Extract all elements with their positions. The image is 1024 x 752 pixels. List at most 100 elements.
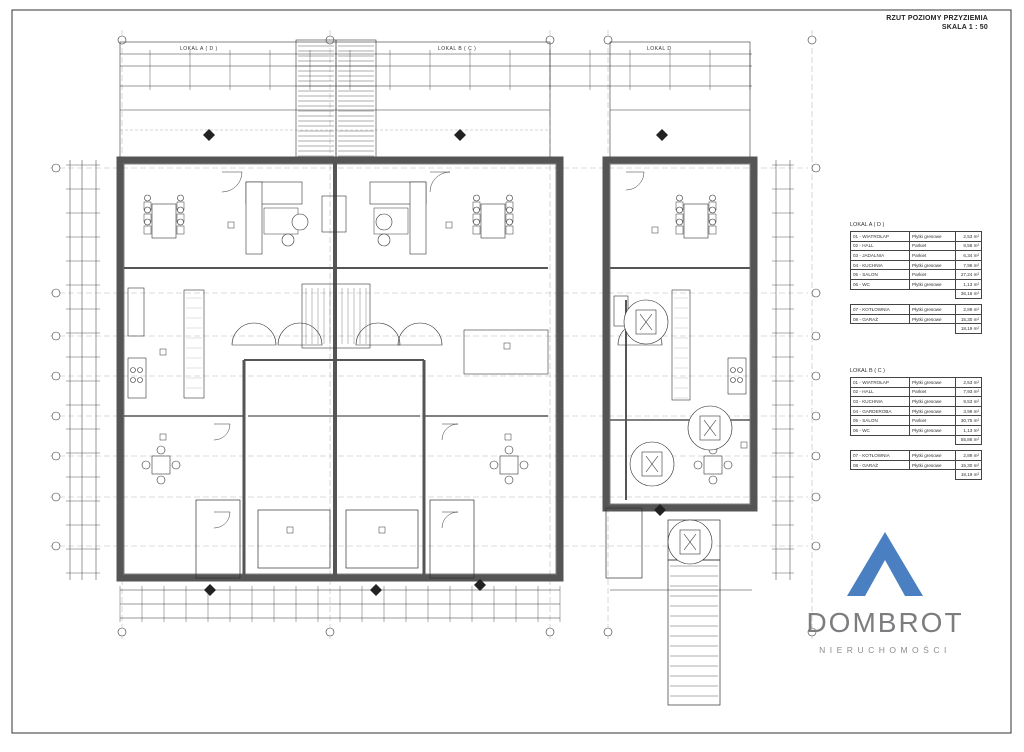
accessible-wc-fixture	[641, 451, 663, 477]
dining-set-chair-back	[506, 206, 513, 214]
dining-set-chair-back	[144, 206, 151, 214]
room-tag	[378, 526, 386, 534]
room-tag	[651, 226, 659, 234]
dining-set-chair	[176, 225, 185, 235]
entrance-vestibule	[195, 499, 241, 579]
stove-burner	[137, 367, 143, 373]
subtotal-row: 36,16 m²	[851, 288, 982, 300]
dining-set-chair-back	[144, 194, 151, 202]
coffee-table	[291, 213, 309, 231]
dining-set-chair-back	[144, 218, 151, 226]
entrance-vestibule	[605, 507, 643, 579]
dining-set-chair	[708, 225, 717, 235]
room-tag	[504, 433, 512, 441]
kitchen-cabinets	[671, 289, 691, 401]
unit-label-a: LOKAL A ( D )	[180, 46, 218, 52]
dining-set-table	[480, 203, 506, 239]
kitchen-counter	[727, 357, 747, 395]
small-dining-table	[499, 455, 519, 475]
dining-set-chair-back	[473, 218, 480, 226]
axis-bubble	[811, 288, 821, 298]
wc-area	[277, 322, 323, 346]
axis-bubble	[811, 331, 821, 341]
axis-bubble	[51, 451, 61, 461]
small-dining-chair	[723, 460, 733, 470]
small-dining-chair	[693, 460, 703, 470]
wc-area	[397, 322, 443, 346]
wall-inner	[609, 163, 751, 505]
accessible-wc-line	[703, 419, 717, 437]
accessible-wc-line	[683, 533, 697, 551]
room-tag	[445, 221, 453, 229]
brand-tagline: NIERUCHOMOŚCI	[819, 645, 951, 655]
room-tag	[286, 526, 294, 534]
dining-set-chair-back	[177, 218, 184, 226]
small-dining-chair	[708, 475, 718, 485]
dining-set-chair-back	[177, 206, 184, 214]
level-marker	[370, 584, 382, 596]
small-dining-table	[151, 455, 171, 475]
drawing-title: RZUT POZIOMY PRZYZIEMIA	[886, 15, 988, 22]
accessible-wc-fixture	[699, 415, 721, 441]
level-marker	[474, 579, 486, 591]
small-dining-chair	[141, 460, 151, 470]
level-marker	[656, 129, 668, 141]
level-marker	[454, 129, 466, 141]
axis-bubble	[117, 627, 127, 637]
axis-bubble	[811, 371, 821, 381]
entrance-vestibule	[429, 499, 475, 579]
dining-set-chair-back	[676, 218, 683, 226]
small-dining-chair	[171, 460, 181, 470]
brand-logo: DOMBROT NIERUCHOMOŚCI	[780, 530, 990, 655]
stove-burner	[137, 377, 143, 383]
garage-door	[257, 509, 331, 569]
small-dining-chair	[519, 460, 529, 470]
exterior-wall	[602, 156, 758, 512]
dining-set-chair	[505, 225, 514, 235]
dining-set-chair-back	[676, 206, 683, 214]
accessible-wc-line	[645, 455, 659, 473]
level-marker	[654, 504, 666, 516]
stove-burner	[737, 367, 743, 373]
brand-name: DOMBROT	[806, 607, 964, 638]
door-swing	[213, 423, 231, 441]
sofa-seat	[373, 207, 409, 235]
sofa-side	[409, 181, 427, 255]
axis-bubble	[325, 627, 335, 637]
dining-set-chair-back	[177, 194, 184, 202]
axis-bubble	[51, 331, 61, 341]
axis-bubble	[51, 541, 61, 551]
axis-bubble	[51, 411, 61, 421]
room-tag	[159, 348, 167, 356]
drawing-scale: SKALA 1 : 50	[941, 24, 988, 31]
axis-bubble	[51, 163, 61, 173]
wc-area	[355, 322, 401, 346]
coffee-table	[375, 213, 393, 231]
sheet-border	[11, 9, 1012, 734]
kitchen-counter	[463, 329, 549, 375]
door-swing	[441, 423, 459, 441]
title-block: RZUT POZIOMY PRZYZIEMIA SKALA 1 : 50	[886, 14, 988, 32]
room-tag	[503, 342, 511, 350]
axis-bubble	[51, 288, 61, 298]
axis-bubble	[807, 627, 817, 637]
subtotal-row: 18,19 m²	[851, 469, 982, 480]
room-table-caption: LOKAL A ( D )	[850, 222, 885, 228]
small-dining-chair	[156, 475, 166, 485]
door-swing	[429, 171, 451, 193]
door-swing	[221, 171, 243, 193]
stove-burner	[130, 367, 136, 373]
axis-bubble	[603, 35, 613, 45]
dining-set-chair-back	[473, 194, 480, 202]
dining-set-table	[683, 203, 709, 239]
door-swing	[625, 171, 645, 191]
axis-bubble	[603, 627, 613, 637]
dining-set-table	[151, 203, 177, 239]
